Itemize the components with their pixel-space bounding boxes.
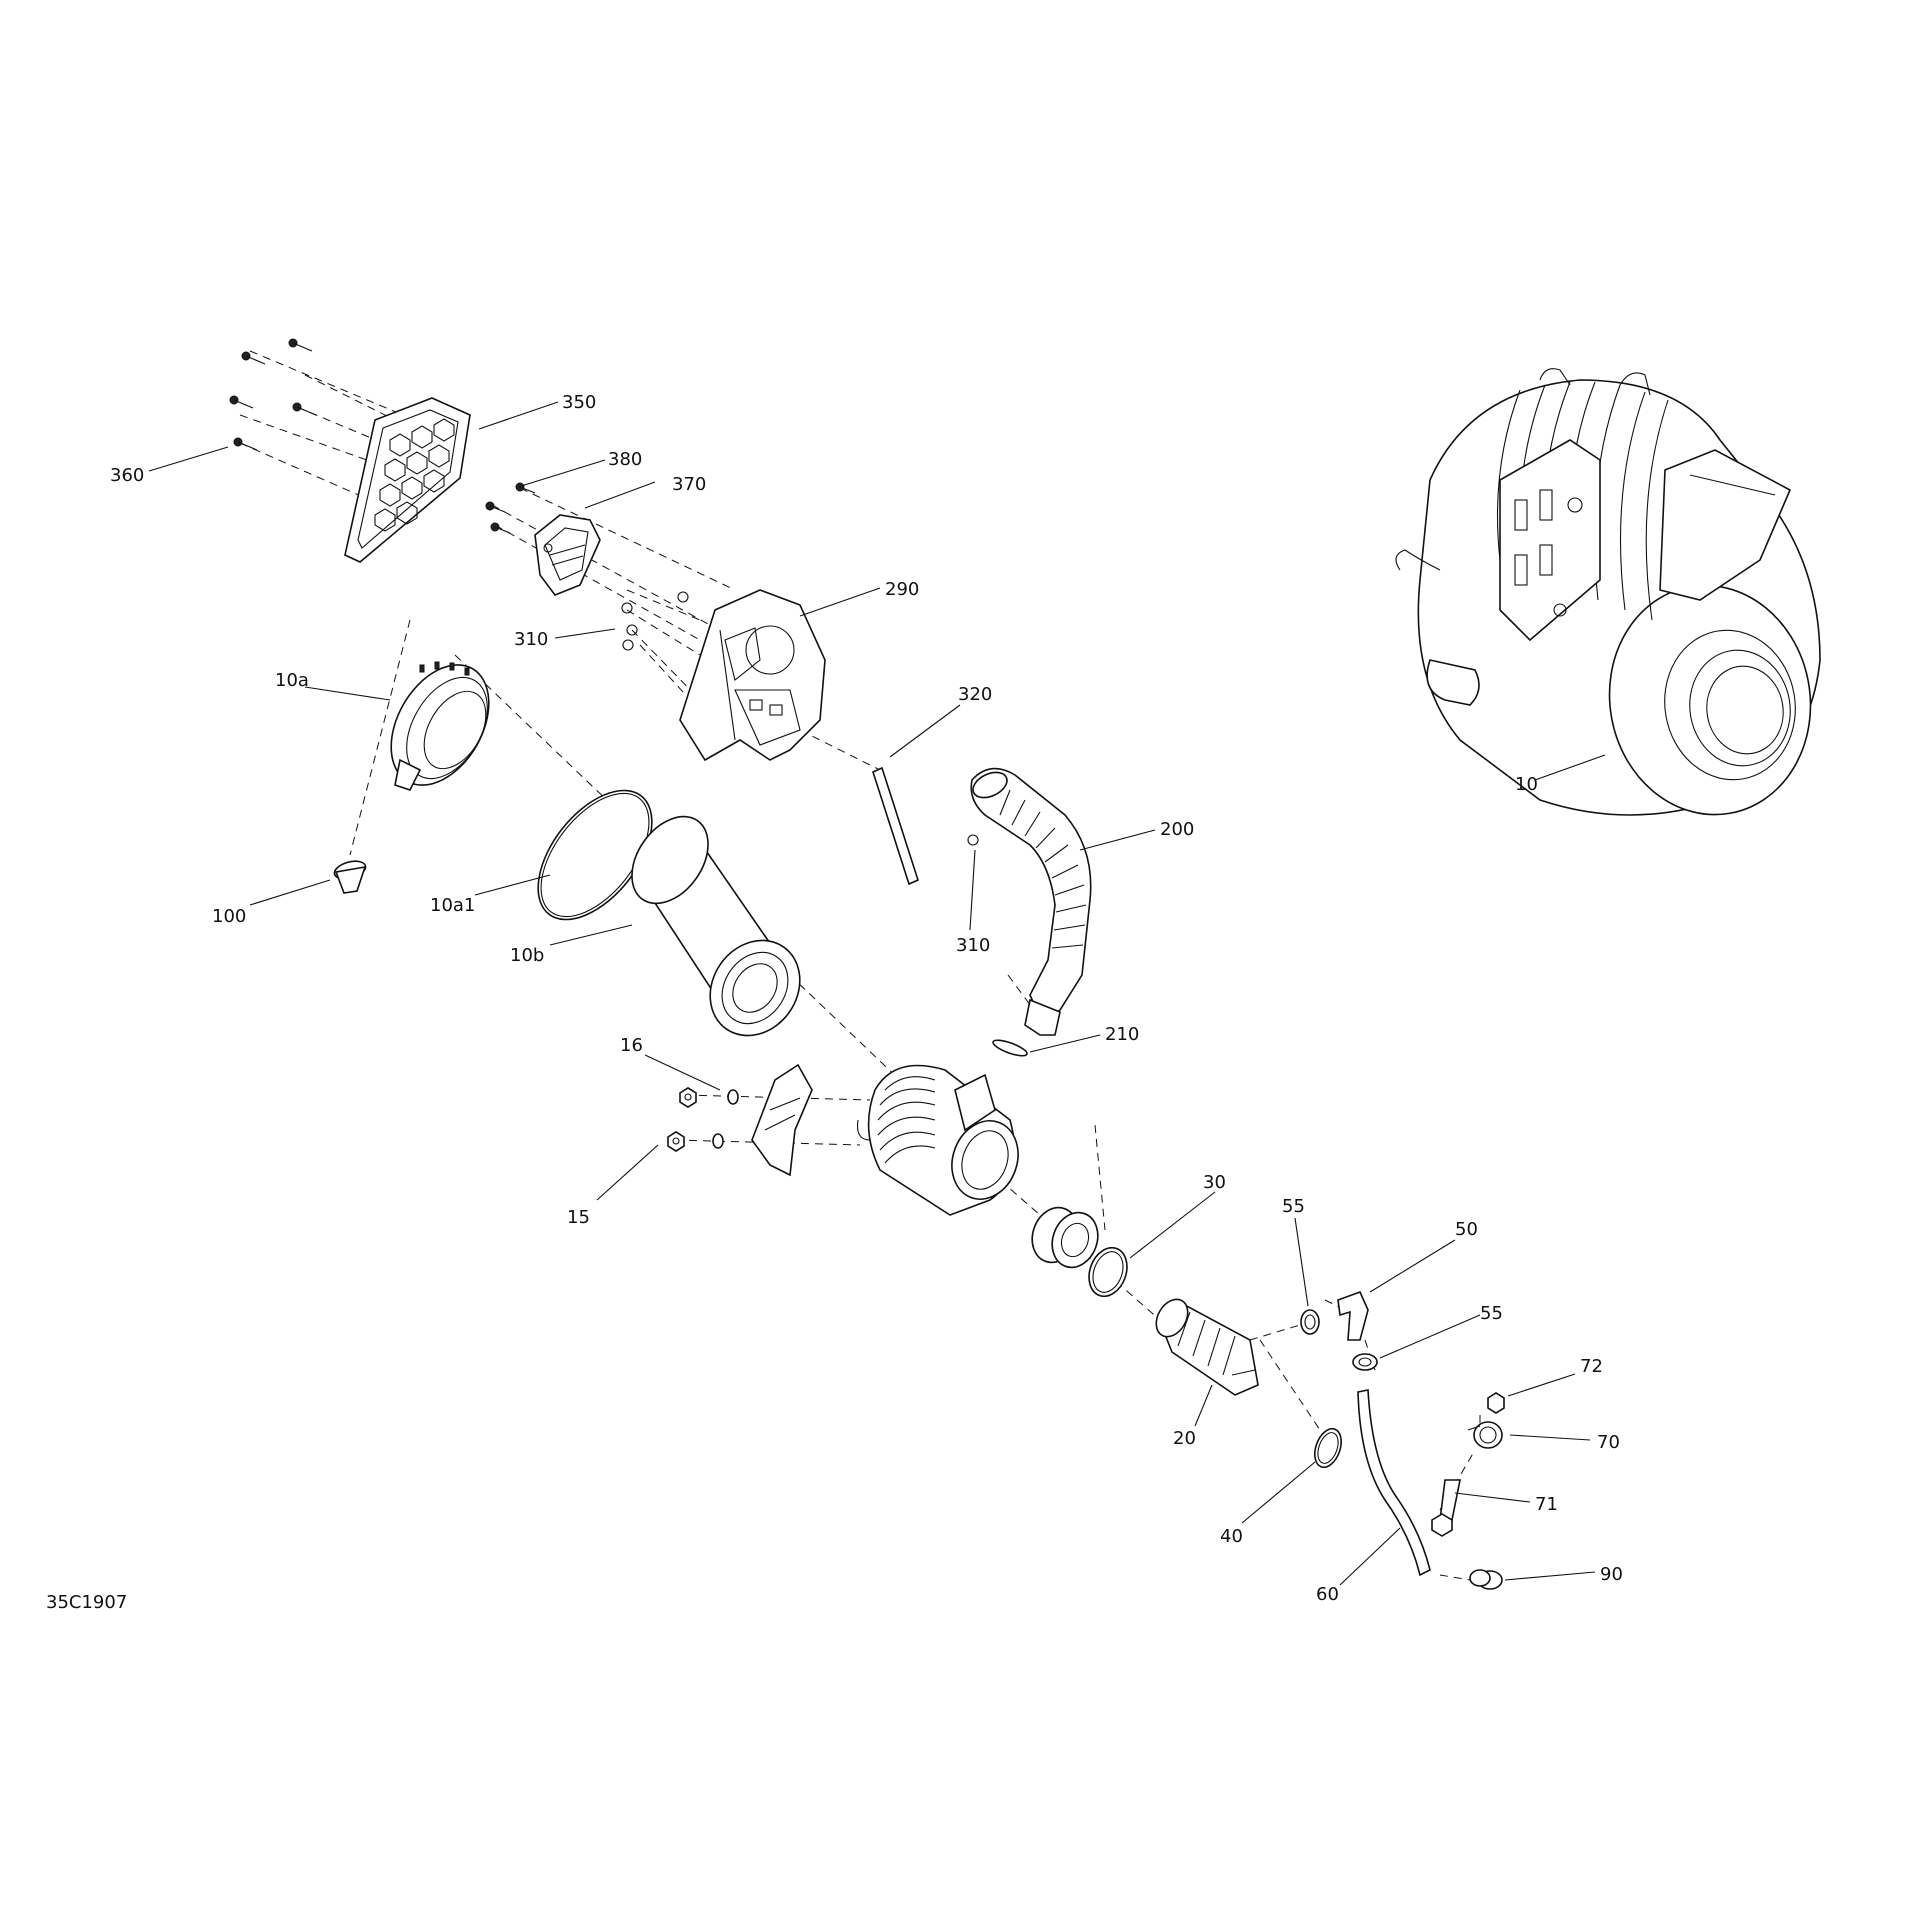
callout-370: 370 <box>672 474 706 495</box>
strap-320 <box>872 766 919 886</box>
callout-16: 16 <box>620 1035 643 1056</box>
callout-72: 72 <box>1580 1356 1603 1377</box>
drawing-code: 35C1907 <box>46 1592 127 1613</box>
fasteners-15-16 <box>667 1087 739 1152</box>
washer-310-upper-group <box>621 591 689 651</box>
callout-10a1: 10a1 <box>430 895 475 916</box>
clamp-40 <box>1314 1427 1342 1469</box>
callout-360: 360 <box>110 465 144 486</box>
callout-20: 20 <box>1173 1428 1196 1449</box>
leader-lines <box>148 401 1606 1586</box>
callout-350: 350 <box>562 392 596 413</box>
housing-290 <box>679 589 826 762</box>
callout-10b: 10b <box>510 945 544 966</box>
oring-10a1 <box>537 789 653 921</box>
callout-380: 380 <box>608 449 642 470</box>
assembly-lines <box>239 350 1481 1581</box>
callout-200: 200 <box>1160 819 1194 840</box>
seal-210 <box>992 1039 1028 1057</box>
callout-30: 30 <box>1203 1172 1226 1193</box>
callout-10a: 10a <box>275 670 309 691</box>
screw-360-group <box>229 338 317 451</box>
callout-10: 10 <box>1515 774 1538 795</box>
callout-55-upper: 55 <box>1282 1196 1305 1217</box>
callout-60: 60 <box>1316 1584 1339 1605</box>
intake-20 <box>1155 1298 1259 1396</box>
panel-350 <box>344 397 471 563</box>
valve-100 <box>333 860 367 894</box>
callout-71: 71 <box>1535 1494 1558 1515</box>
callout-40: 40 <box>1220 1526 1243 1547</box>
screw-380-group <box>485 482 536 534</box>
duct-200 <box>970 767 1092 1036</box>
hose-60 <box>1357 1389 1431 1577</box>
callout-50: 50 <box>1455 1219 1478 1240</box>
callout-100: 100 <box>212 906 246 927</box>
callout-55-lower: 55 <box>1480 1303 1503 1324</box>
callout-labels: 350 360 380 370 290 310 10a 320 200 10 1… <box>110 392 1623 1605</box>
clamp-70-screw-71-72 <box>1431 1392 1505 1537</box>
air-cleaner-assembly-10 <box>1395 368 1821 816</box>
callout-310-upper: 310 <box>514 629 548 650</box>
fitting-90 <box>1469 1569 1503 1590</box>
washer-310-lower <box>967 834 979 846</box>
callout-15: 15 <box>567 1207 590 1228</box>
cover-10a <box>390 661 490 791</box>
fittings-50-55 <box>1300 1290 1378 1371</box>
callout-320: 320 <box>958 684 992 705</box>
adapter-fitting <box>1031 1206 1099 1269</box>
bracket-370 <box>534 514 601 596</box>
callout-90: 90 <box>1600 1564 1623 1585</box>
mounting-bracket <box>751 1063 813 1177</box>
callout-310-lower: 310 <box>956 935 990 956</box>
callout-70: 70 <box>1597 1432 1620 1453</box>
callout-290: 290 <box>885 579 919 600</box>
airbox-housing <box>856 1064 1019 1216</box>
callout-210: 210 <box>1105 1024 1139 1045</box>
filter-10b <box>631 815 801 1037</box>
clamp-30 <box>1088 1246 1128 1298</box>
